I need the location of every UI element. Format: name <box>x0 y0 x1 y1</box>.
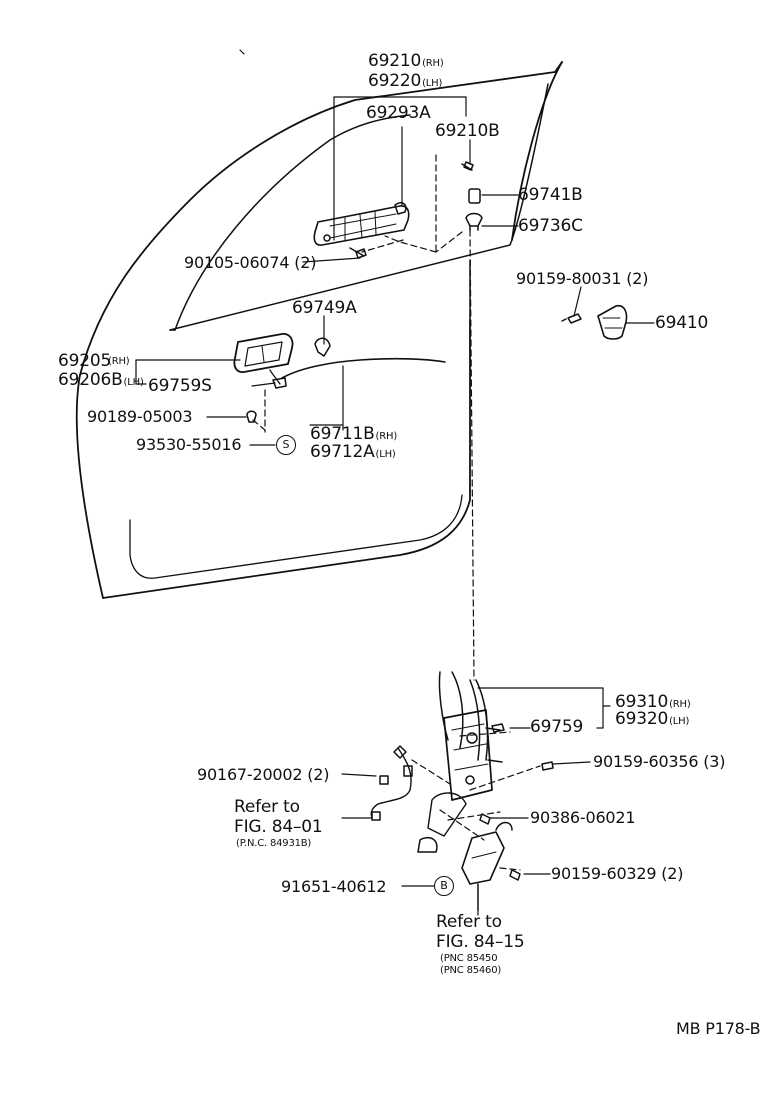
label-90105-06074: 90105-06074 (2) <box>184 253 317 272</box>
label-69736C: 69736C <box>518 216 583 236</box>
fig-84-15: FIG. 84–15 <box>436 932 525 952</box>
label-69310: 69310(RH) <box>615 692 691 712</box>
pnc-85450: (PNC 85450 <box>440 953 498 964</box>
label-69205-suffix: (RH) <box>108 356 130 367</box>
inside-handle <box>233 333 331 423</box>
label-69320: 69320(LH) <box>615 709 690 729</box>
leader-lines <box>135 96 655 916</box>
label-69759: 69759 <box>530 717 584 737</box>
refer-to-2: Refer to <box>436 912 502 932</box>
label-90159-80031: 90159-80031 (2) <box>516 269 649 288</box>
label-69749A: 69749A <box>292 298 357 318</box>
label-69410: 69410 <box>655 313 709 333</box>
label-90159-60356: 90159-60356 (3) <box>593 752 726 771</box>
label-90386-06021: 90386-06021 <box>530 808 636 827</box>
diagram-code: MB P178-B <box>676 1019 761 1038</box>
label-69220: 69220(LH) <box>368 71 443 91</box>
outside-handle <box>313 202 410 259</box>
pnc-84931b: (P.N.C. 84931B) <box>236 838 312 849</box>
label-91651-40612: 91651-40612 <box>281 877 387 896</box>
refer-to-1: Refer to <box>234 797 300 817</box>
lock-cable <box>370 745 413 821</box>
label-69206B: 69206B(LH) <box>58 370 144 390</box>
door-lock-assembly <box>417 671 505 853</box>
label-69741B: 69741B <box>518 185 583 205</box>
door-outline <box>75 49 563 599</box>
dashed-guides <box>252 154 541 871</box>
label-69293A: 69293A <box>366 103 431 123</box>
label-69210B: 69210B <box>435 121 500 141</box>
label-69759S: 69759S <box>148 376 212 396</box>
control-rod <box>269 357 446 385</box>
fig-84-01: FIG. 84–01 <box>234 817 323 837</box>
striker <box>561 304 628 340</box>
label-90189-05003: 90189-05003 <box>87 407 193 426</box>
lock-motor <box>379 761 554 911</box>
symbol-s: S <box>276 435 296 455</box>
symbol-b: B <box>434 876 454 896</box>
label-93530-55016: 93530-55016 <box>136 435 242 454</box>
label-69205: 69205 <box>58 351 112 371</box>
label-90159-60329: 90159-60329 (2) <box>551 864 684 883</box>
label-69711B: 69711B(RH) <box>310 424 398 444</box>
label-90167-20002: 90167-20002 (2) <box>197 765 330 784</box>
hardware-top <box>461 161 483 231</box>
pnc-85460: (PNC 85460) <box>440 965 502 976</box>
label-69712A: 69712A(LH) <box>310 442 396 462</box>
label-69210: 69210(RH) <box>368 51 444 71</box>
